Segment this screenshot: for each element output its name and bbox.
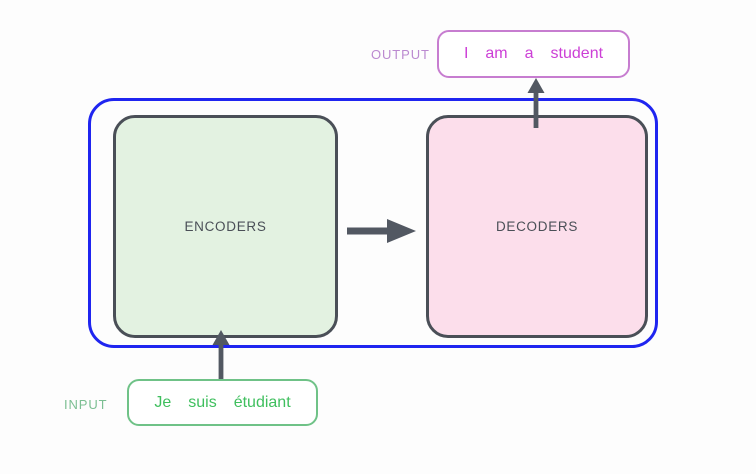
output-token-box[interactable]: I am a student	[437, 30, 630, 78]
encoders-block[interactable]: ENCODERS	[113, 115, 338, 338]
input-token: suis	[188, 393, 217, 411]
input-token-list: Je suis étudiant	[138, 394, 306, 412]
up-arrow-icon-input	[212, 330, 230, 382]
output-token: student	[550, 45, 604, 62]
output-token: a	[524, 45, 534, 62]
input-token: Je	[154, 393, 172, 411]
encoders-label: ENCODERS	[184, 219, 267, 234]
right-arrow-icon	[347, 219, 416, 243]
output-token: am	[485, 45, 508, 62]
output-caption: OUTPUT	[371, 47, 430, 62]
up-arrow-icon-output	[527, 78, 545, 128]
decoders-label: DECODERS	[495, 219, 579, 234]
input-caption: INPUT	[64, 397, 108, 412]
input-token-box[interactable]: Je suis étudiant	[127, 379, 318, 426]
decoders-block[interactable]: DECODERS	[426, 115, 648, 338]
input-token: étudiant	[233, 393, 291, 411]
output-token: I	[463, 45, 469, 62]
output-token-list: I am a student	[448, 45, 619, 63]
transformer-outer-boundary	[88, 98, 658, 348]
